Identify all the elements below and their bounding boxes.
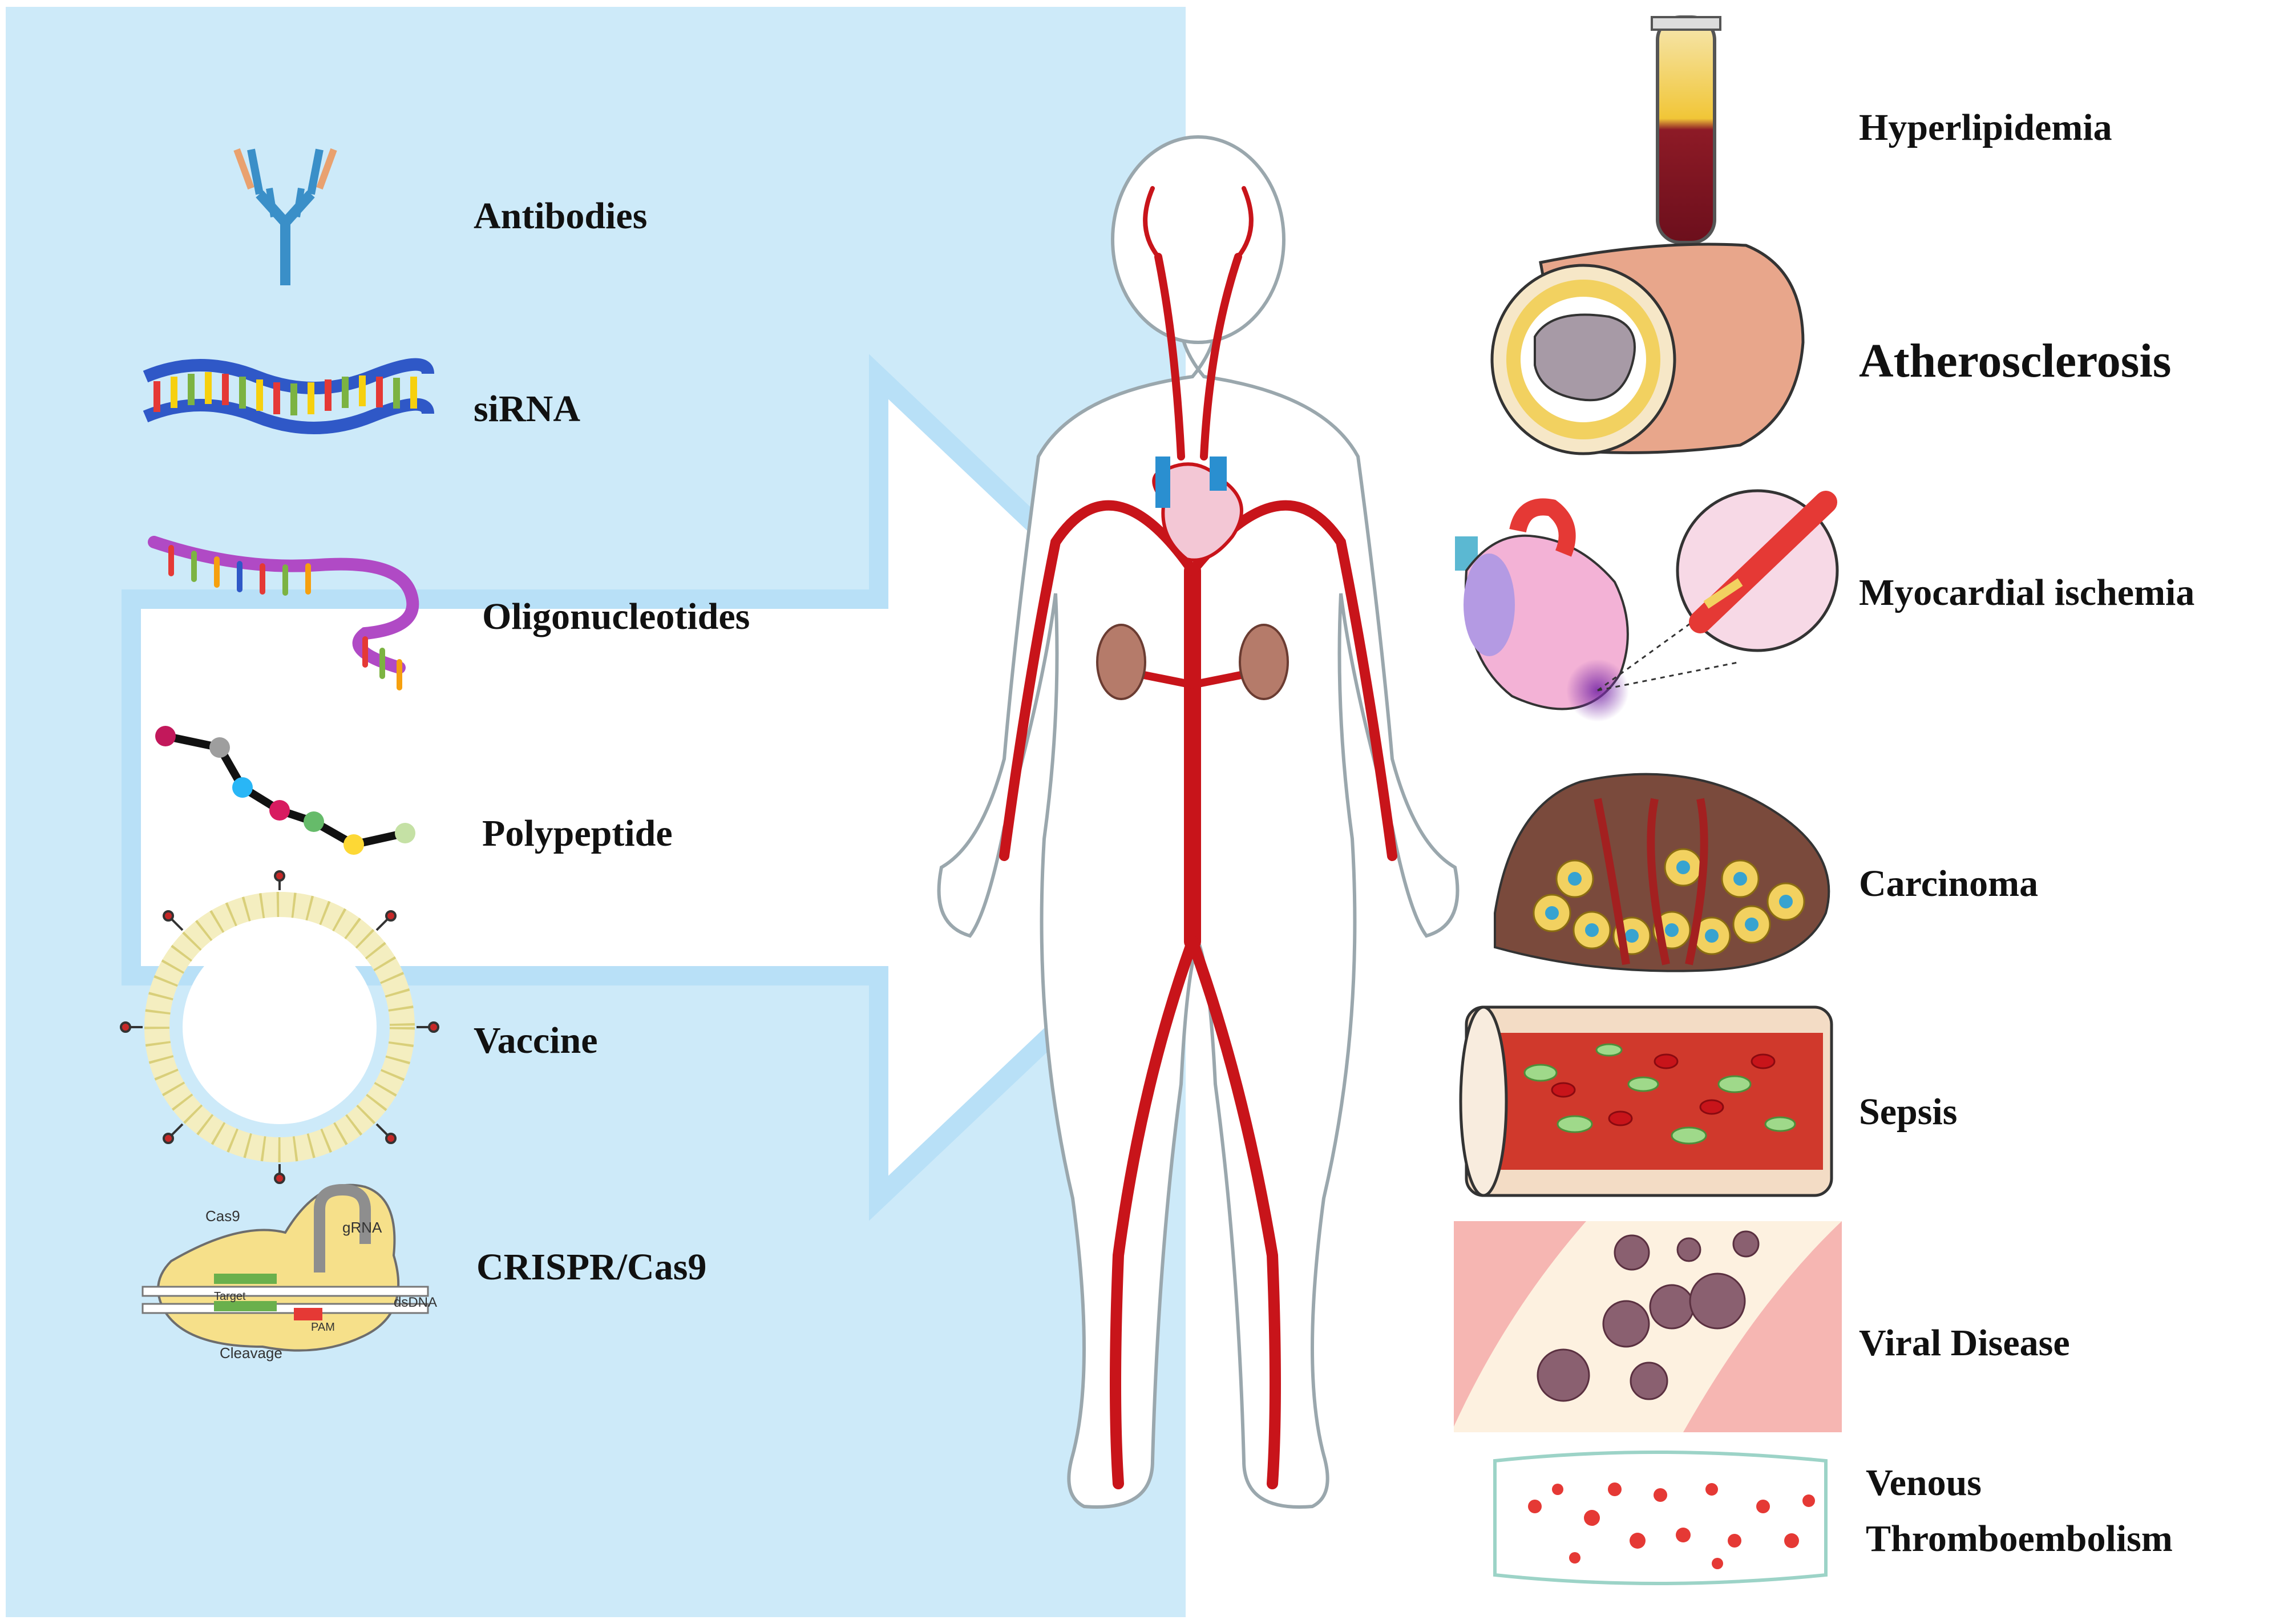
crispr-dsdna-label: dsDNA [394,1295,437,1310]
polypeptide-icon [155,726,415,855]
artery-plaque-icon [1490,243,1805,455]
disease-label-sepsis: Sepsis [1859,1091,1957,1133]
therapy-label-antibodies: Antibodies [474,195,647,237]
crispr-pam-label: PAM [311,1321,335,1334]
crispr-grna-label: gRNA [342,1219,382,1236]
crispr-cleavage-label: Cleavage [220,1344,282,1362]
vaccine-liposome-icon [120,870,439,1184]
blood-tube-icon [1651,15,1721,244]
disease-label-myocardial-ischemia: Myocardial ischemia [1859,572,2194,613]
virus-icon [1454,1221,1842,1432]
therapy-label-polypeptide: Polypeptide [482,813,673,854]
crispr-cas9-icon: Cas9 gRNA Target PAM dsDNA Cleavage [142,1183,437,1362]
disease-label-viral-disease: Viral Disease [1859,1322,2070,1364]
therapy-label-crispr: CRISPR/Cas9 [476,1246,706,1288]
disease-label-venous: Venous [1866,1462,1982,1504]
therapy-label-vaccine: Vaccine [474,1020,598,1061]
blood-vessel-bacteria-icon [1459,1005,1833,1197]
disease-label-atherosclerosis: Atherosclerosis [1859,334,2171,387]
therapy-label-oligonucleotides: Oligonucleotides [482,596,750,637]
sirna-icon [143,358,434,434]
oligonucleotide-icon [148,536,419,690]
disease-label-thromboembolism: Thromboembolism [1866,1518,2173,1560]
kidney-right [1239,624,1289,700]
thrombus-icon [1493,1451,1828,1585]
disease-label-carcinoma: Carcinoma [1859,863,2038,904]
crispr-target-label: Target [214,1290,246,1303]
human-body-vascular-illustration [937,135,1460,1509]
antibody-icon [233,148,337,285]
crispr-cas9-label: Cas9 [205,1207,240,1225]
head-outline [1111,135,1286,344]
therapy-label-sirna: siRNA [474,388,580,430]
tumor-tissue-icon [1494,773,1830,972]
kidney-left [1096,624,1146,700]
heart-ischemia-icon [1455,489,1839,722]
disease-label-hyperlipidemia: Hyperlipidemia [1859,107,2112,148]
